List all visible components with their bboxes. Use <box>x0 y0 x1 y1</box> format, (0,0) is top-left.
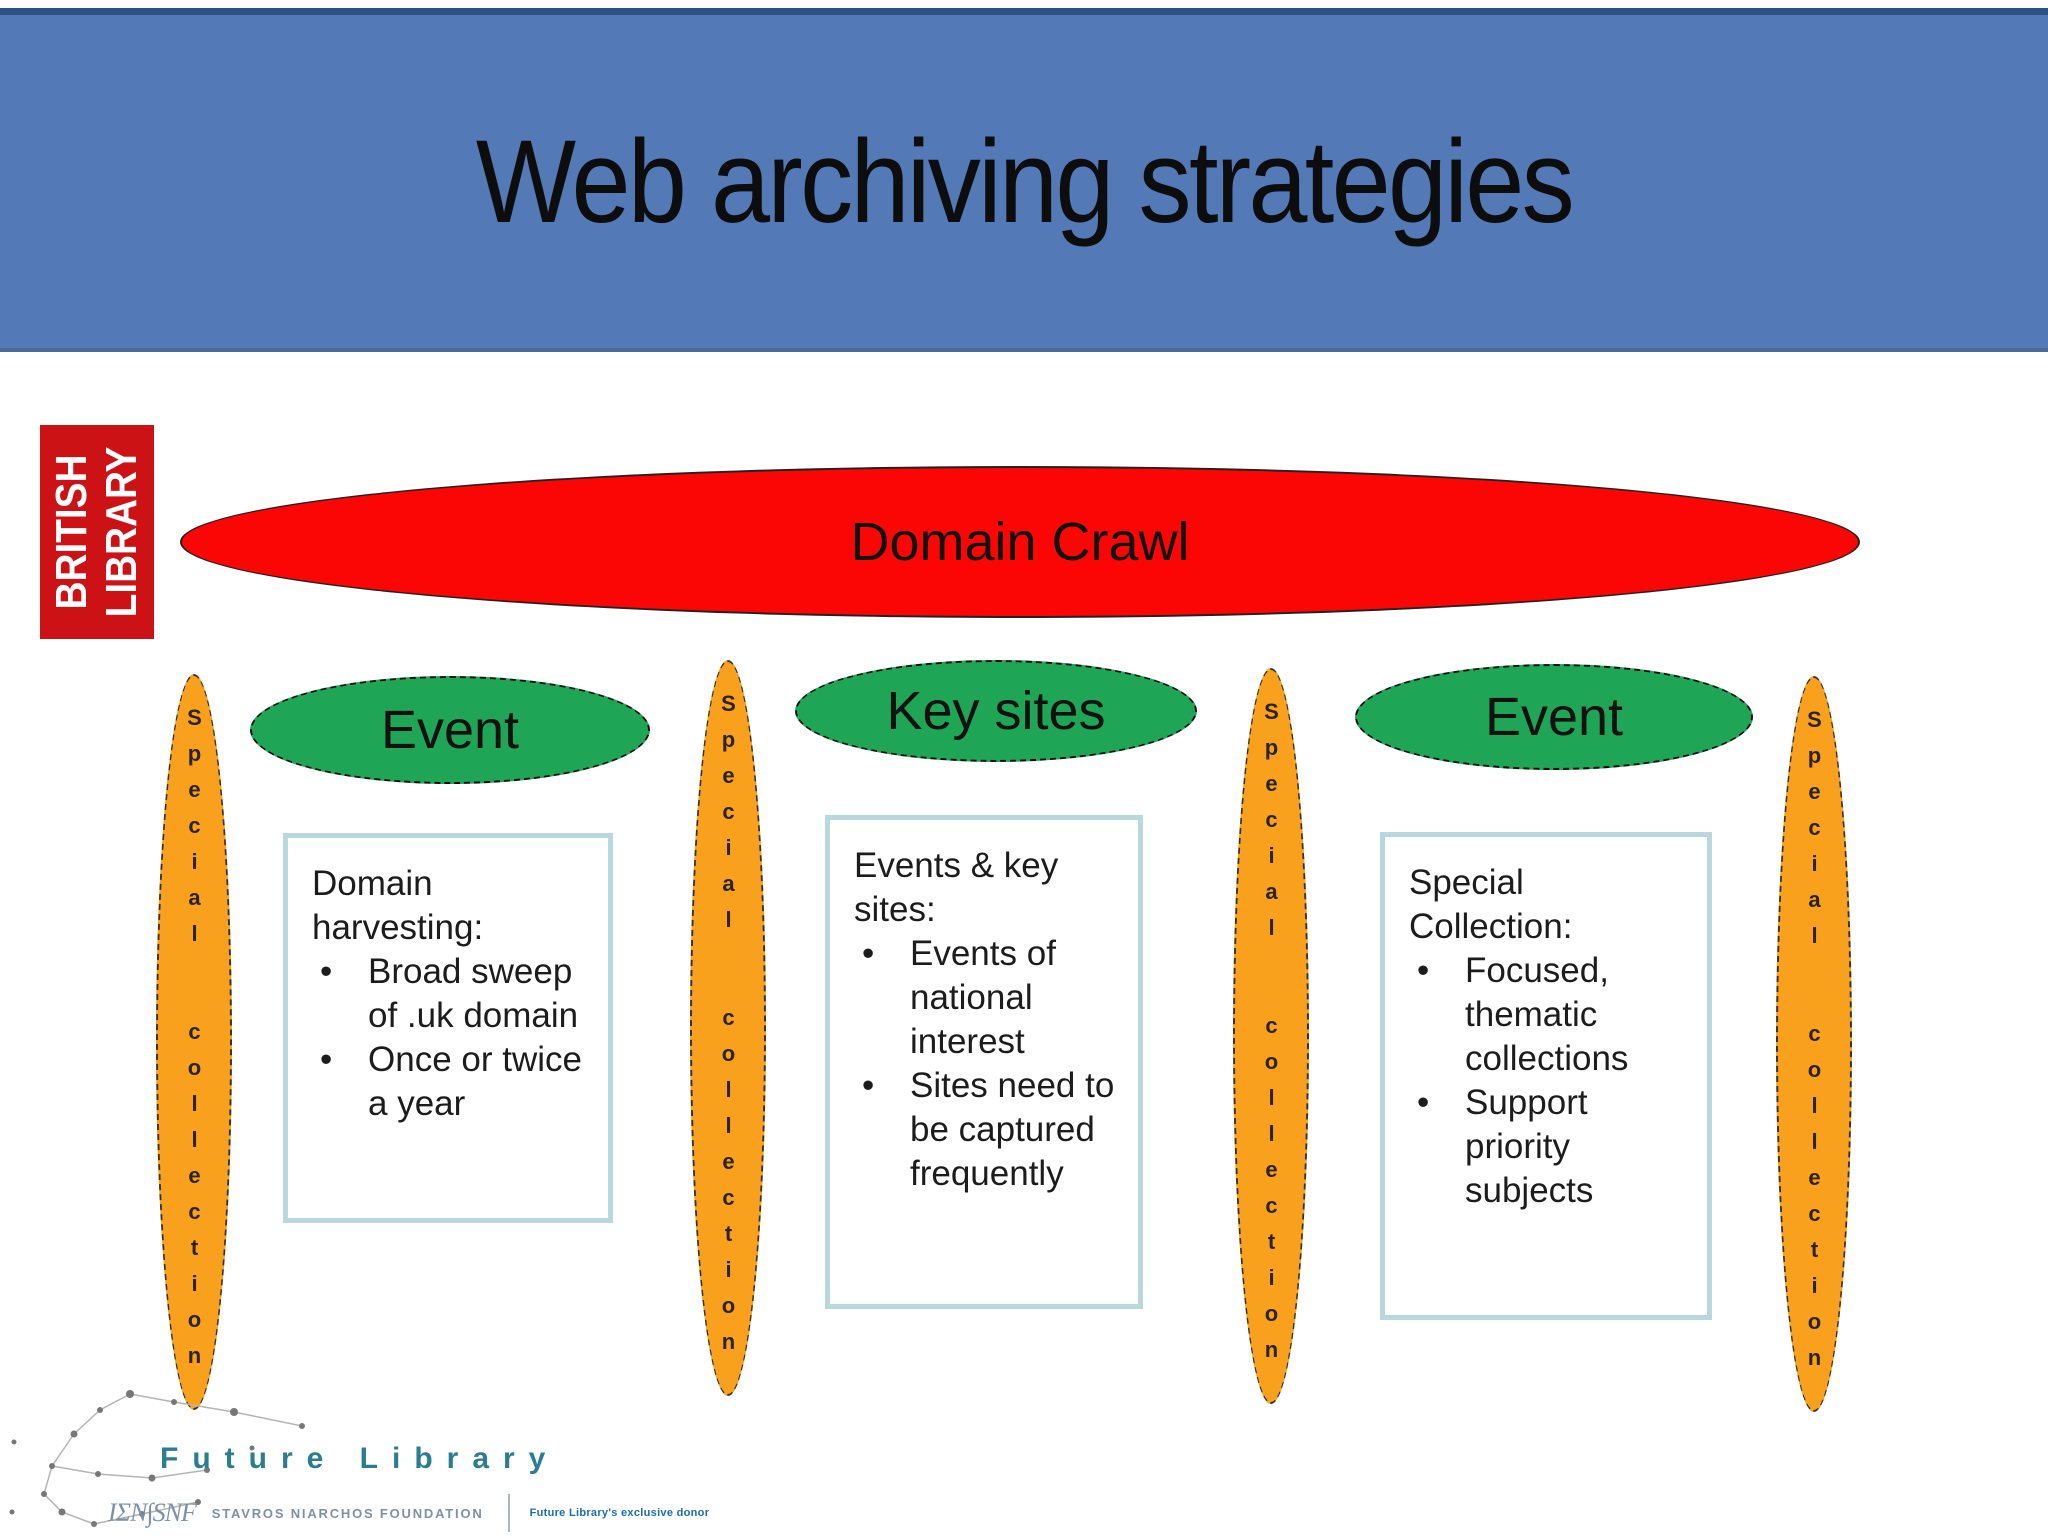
box-heading: Domain harvesting: <box>312 864 484 947</box>
bullet-text: Events of national interest <box>910 934 1056 1061</box>
snf-logo: ΙΣΝ∫SNF <box>108 1498 197 1527</box>
bullet-text: Once or twice a year <box>368 1040 582 1123</box>
british-library-logo: BRITISH LIBRARY <box>40 425 154 639</box>
bullet-item: • Focused, thematic collections <box>1409 949 1693 1081</box>
domain-harvesting-box: Domain harvesting: • Broad sweep of .uk … <box>283 833 613 1223</box>
bullet-text: Support priority subjects <box>1465 1083 1594 1210</box>
bullet-item: • Sites need to be captured frequently <box>854 1064 1124 1196</box>
bullet-item: • Events of national interest <box>854 932 1124 1064</box>
box-heading: Events & key sites: <box>854 846 1059 929</box>
title-bar: Web archiving strategies <box>0 8 2048 352</box>
bullet-item: • Broad sweep of .uk domain <box>312 950 594 1038</box>
snf-foundation-name: STAVROS NIARCHOS FOUNDATION <box>211 1505 484 1521</box>
box-heading: Special Collection: <box>1409 863 1573 946</box>
footer-divider <box>507 1494 510 1532</box>
event-label: Event <box>1484 687 1624 747</box>
bullet-glyph: • <box>862 934 875 973</box>
logo-line-library: LIBRARY <box>97 446 146 618</box>
constellation-graphic <box>9 1390 305 1527</box>
event-label: Event <box>380 700 520 760</box>
slide-title: Web archiving strategies <box>475 115 1575 248</box>
key-sites-label: Key sites <box>886 681 1106 741</box>
british-library-logo-text: BRITISH LIBRARY <box>40 438 154 626</box>
bullet-glyph: • <box>320 952 333 991</box>
bullet-text: Focused, thematic collections <box>1465 951 1629 1078</box>
special-collection-label: Special collection <box>1259 699 1284 1373</box>
special-collection-label: Special collection <box>1802 707 1827 1381</box>
event-ellipse-left: Event <box>250 676 650 784</box>
special-collection-ellipse-4: Special collection <box>1776 676 1852 1412</box>
key-sites-ellipse: Key sites <box>795 660 1197 762</box>
bullet-item: • Once or twice a year <box>312 1038 594 1126</box>
logo-line-british: BRITISH <box>47 454 96 610</box>
special-collection-box: Special Collection: • Focused, thematic … <box>1380 832 1712 1320</box>
special-collection-label: Special collection <box>182 705 207 1379</box>
special-collection-ellipse-3: Special collection <box>1233 668 1309 1404</box>
events-key-sites-box: Events & key sites: • Events of national… <box>825 815 1143 1309</box>
bullet-glyph: • <box>1417 951 1430 990</box>
special-collection-label: Special collection <box>716 691 741 1365</box>
special-collection-ellipse-2: Special collection <box>690 660 766 1396</box>
bullet-glyph: • <box>862 1066 875 1105</box>
bullet-glyph: • <box>1417 1083 1430 1122</box>
bullet-glyph: • <box>320 1040 333 1079</box>
future-library-wordmark: Future Library <box>160 1442 560 1475</box>
sponsor-row: ΙΣΝ∫SNF STAVROS NIARCHOS FOUNDATION Futu… <box>108 1490 709 1536</box>
domain-crawl-label: Domain Crawl <box>850 512 1190 572</box>
bullet-text: Broad sweep of .uk domain <box>368 952 579 1035</box>
bullet-item: • Support priority subjects <box>1409 1081 1693 1213</box>
special-collection-ellipse-1: Special collection <box>156 674 232 1410</box>
event-ellipse-right: Event <box>1355 664 1753 770</box>
donor-note: Future Library's exclusive donor <box>529 1507 710 1519</box>
bullet-text: Sites need to be captured frequently <box>910 1066 1115 1193</box>
domain-crawl-ellipse: Domain Crawl <box>180 466 1860 618</box>
